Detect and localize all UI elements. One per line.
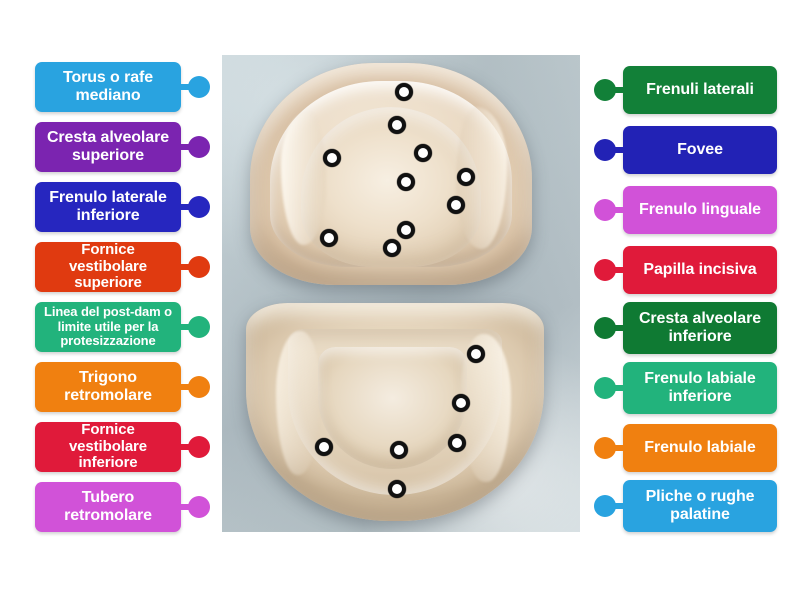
label-connector-stem <box>181 376 210 398</box>
label-connector-dot[interactable] <box>188 196 210 218</box>
label-connector-dot[interactable] <box>594 259 616 281</box>
label-connector-stem <box>181 496 210 518</box>
label-connector-stem <box>594 495 623 517</box>
marker-dot[interactable] <box>320 229 338 247</box>
label-text: Frenulo linguale <box>639 201 761 219</box>
label-connector-dot[interactable] <box>594 317 616 339</box>
marker-dot[interactable] <box>395 83 413 101</box>
label-connector-dot[interactable] <box>594 377 616 399</box>
maxillary-cast <box>250 63 532 285</box>
label-box[interactable]: Fornice vestibolare superiore <box>35 240 210 292</box>
label-text: Papilla incisiva <box>643 261 757 279</box>
label-text: Trigono retromolare <box>64 369 152 404</box>
label-connector-stem <box>594 259 623 281</box>
marker-dot[interactable] <box>397 221 415 239</box>
label-text: Frenulo laterale inferiore <box>49 189 167 224</box>
label-connector-stem <box>181 136 210 158</box>
label-box[interactable]: Frenulo laterale inferiore <box>35 182 210 232</box>
label-box[interactable]: Linea del post-dam o limite utile per la… <box>35 302 210 352</box>
label-connector-dot[interactable] <box>594 437 616 459</box>
marker-dot[interactable] <box>448 434 466 452</box>
label-text: Linea del post-dam o limite utile per la… <box>43 304 172 349</box>
mandibular-cast <box>246 303 544 521</box>
marker-dot[interactable] <box>414 144 432 162</box>
label-box[interactable]: Cresta alveolare inferiore <box>594 302 777 354</box>
label-connector-stem <box>181 316 210 338</box>
marker-dot[interactable] <box>390 441 408 459</box>
label-box[interactable]: Tubero retromolare <box>35 482 210 532</box>
label-box[interactable]: Trigono retromolare <box>35 362 210 412</box>
dental-casts-photo <box>222 55 580 532</box>
label-connector-stem <box>594 437 623 459</box>
label-connector-dot[interactable] <box>594 139 616 161</box>
label-connector-stem <box>181 256 210 278</box>
label-box[interactable]: Papilla incisiva <box>594 246 777 294</box>
label-connector-dot[interactable] <box>594 495 616 517</box>
marker-dot[interactable] <box>323 149 341 167</box>
label-connector-dot[interactable] <box>188 496 210 518</box>
label-box[interactable]: Fovee <box>594 126 777 174</box>
maxillary-ridge-left <box>281 111 327 246</box>
label-box[interactable]: Frenulo labiale inferiore <box>594 362 777 414</box>
label-text: Frenuli laterali <box>646 81 754 99</box>
marker-dot[interactable] <box>315 438 333 456</box>
label-box[interactable]: Cresta alveolare superiore <box>35 122 210 172</box>
label-text: Cresta alveolare inferiore <box>638 310 762 345</box>
marker-dot[interactable] <box>388 480 406 498</box>
label-box[interactable]: Fornice vestibolare inferiore <box>35 420 210 472</box>
label-box[interactable]: Frenulo labiale <box>594 424 777 472</box>
label-connector-dot[interactable] <box>594 79 616 101</box>
label-connector-stem <box>594 79 623 101</box>
label-text: Fornice vestibolare superiore <box>68 240 148 292</box>
label-connector-stem <box>181 436 210 458</box>
label-connector-stem <box>594 317 623 339</box>
label-connector-dot[interactable] <box>188 256 210 278</box>
marker-dot[interactable] <box>383 239 401 257</box>
label-box[interactable]: Frenulo linguale <box>594 186 777 234</box>
label-text: Fovee <box>677 141 723 159</box>
marker-dot[interactable] <box>467 345 485 363</box>
label-text: Frenulo labiale inferiore <box>644 370 756 405</box>
label-text: Tubero retromolare <box>64 489 152 524</box>
marker-dot[interactable] <box>447 196 465 214</box>
label-box[interactable]: Torus o rafe mediano <box>35 62 210 112</box>
label-connector-stem <box>594 199 623 221</box>
label-connector-dot[interactable] <box>188 316 210 338</box>
marker-dot[interactable] <box>457 168 475 186</box>
label-connector-dot[interactable] <box>188 436 210 458</box>
label-box[interactable]: Frenuli laterali <box>594 66 777 114</box>
label-connector-stem <box>594 139 623 161</box>
label-text: Pliche o rughe palatine <box>645 488 755 523</box>
label-connector-stem <box>181 196 210 218</box>
label-connector-dot[interactable] <box>188 136 210 158</box>
mandibular-ridge-left <box>275 331 321 476</box>
label-text: Cresta alveolare superiore <box>46 129 170 164</box>
label-text: Fornice vestibolare inferiore <box>68 420 148 472</box>
label-text: Torus o rafe mediano <box>62 69 154 104</box>
label-text: Frenulo labiale <box>644 439 756 457</box>
marker-dot[interactable] <box>388 116 406 134</box>
label-connector-stem <box>181 76 210 98</box>
label-connector-dot[interactable] <box>594 199 616 221</box>
marker-dot[interactable] <box>397 173 415 191</box>
label-box[interactable]: Pliche o rughe palatine <box>594 480 777 532</box>
label-connector-dot[interactable] <box>188 76 210 98</box>
label-connector-dot[interactable] <box>188 376 210 398</box>
marker-dot[interactable] <box>452 394 470 412</box>
label-connector-stem <box>594 377 623 399</box>
